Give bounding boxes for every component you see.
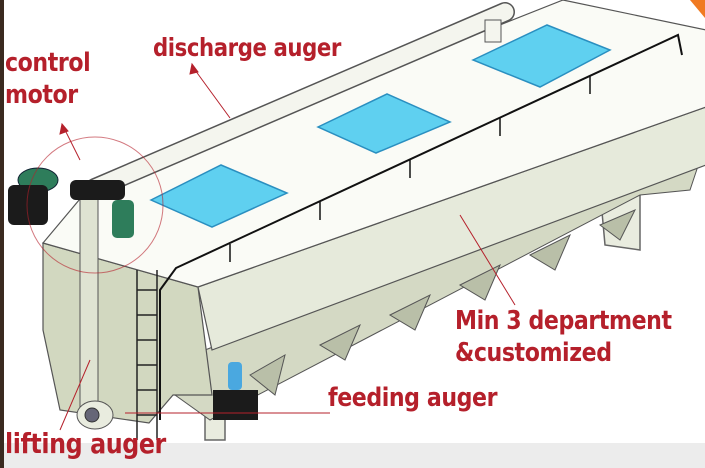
ladder — [136, 270, 158, 440]
panel-3 — [471, 24, 612, 88]
label-control-motor-line2: motor — [5, 80, 78, 110]
panel-2 — [316, 93, 452, 154]
label-discharge-auger: discharge auger — [153, 33, 341, 62]
guard-rail — [159, 33, 683, 420]
leader-lines — [59, 62, 516, 431]
panel-1 — [149, 164, 289, 228]
corner-accent — [690, 0, 705, 18]
feeding-motor — [213, 362, 258, 420]
label-control-motor-line1: control — [5, 48, 91, 78]
rail-posts — [229, 76, 591, 262]
inspection-panels — [149, 24, 612, 228]
label-feeding-auger: feeding auger — [328, 383, 498, 413]
motor-highlight-circle — [26, 136, 164, 274]
label-departments-line1: Min 3 department — [455, 306, 672, 336]
control-motor — [8, 167, 134, 238]
label-lifting-auger: lifting auger — [5, 427, 166, 460]
label-departments-line2: &customized — [455, 338, 612, 368]
inlet-flange — [84, 407, 100, 423]
left-dark-edge — [0, 0, 4, 468]
hopper-ribs — [249, 209, 637, 396]
bottom-band — [0, 443, 705, 468]
